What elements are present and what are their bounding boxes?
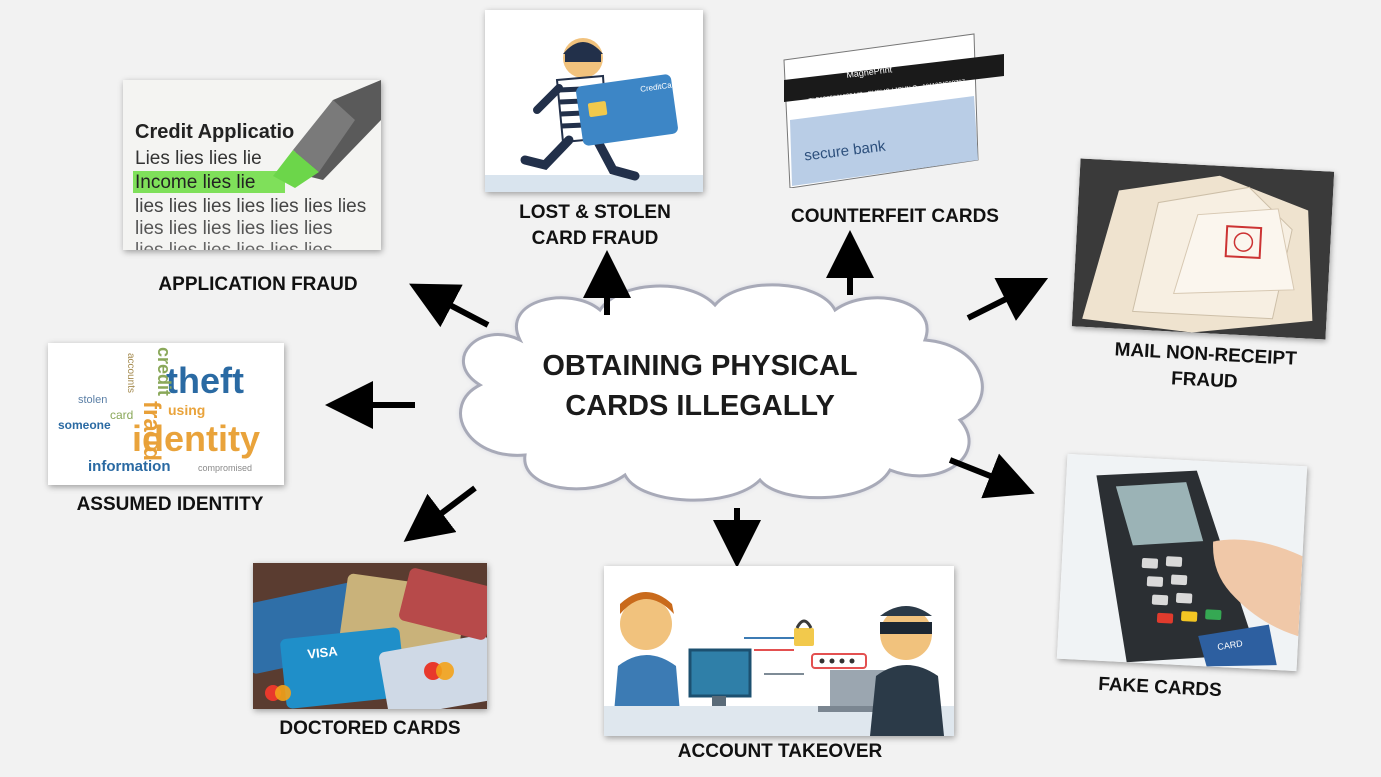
assumed-identity-label: ASSUMED IDENTITY xyxy=(76,494,264,515)
application-fraud-label: APPLICATION FRAUD xyxy=(158,274,358,295)
central-title-line1: OBTAINING PHYSICAL xyxy=(542,350,858,382)
doctored-cards-image: VISA xyxy=(253,563,487,709)
word-identity: identity xyxy=(132,418,260,459)
account-takeover-image xyxy=(604,566,954,736)
transfer-arrows-icon xyxy=(744,637,804,675)
lost-stolen-image: CreditCard xyxy=(485,10,703,192)
word-card: card xyxy=(110,408,133,422)
application-line4: lies lies lies lies lies lies xyxy=(135,218,332,239)
central-title: OBTAINING PHYSICAL CARDS ILLEGALLY xyxy=(500,346,900,426)
arrow-application xyxy=(409,283,490,328)
application-heading: Credit Applicatio xyxy=(135,121,294,143)
highlighter-marker-icon xyxy=(273,80,381,188)
word-information: information xyxy=(88,458,171,475)
application-fraud-image: Credit Applicatio Lies lies lies lie Inc… xyxy=(123,80,381,250)
lost-stolen-label: LOST & STOLEN CARD FRAUD xyxy=(480,200,710,252)
word-accounts: accounts xyxy=(125,353,136,393)
lost-stolen-label-line1: LOST & STOLEN xyxy=(519,202,671,223)
application-line3: lies lies lies lies lies lies lies xyxy=(135,196,366,217)
hand-icon xyxy=(1213,539,1303,637)
password-dots-icon xyxy=(811,653,867,669)
central-title-line2: CARDS ILLEGALLY xyxy=(565,390,835,422)
inserted-card-icon: CARD xyxy=(1198,624,1277,667)
credit-card-icon: CreditCard xyxy=(576,74,679,146)
word-using: using xyxy=(168,402,205,418)
central-cloud xyxy=(459,283,984,502)
word-fraud: fraud xyxy=(138,401,165,461)
lost-stolen-label-line2: CARD FRAUD xyxy=(531,228,659,249)
hacker-person-icon xyxy=(870,606,944,736)
card-terminal-icon xyxy=(1096,470,1258,663)
padlock-icon xyxy=(794,619,814,646)
account-takeover-label: ACCOUNT TAKEOVER xyxy=(677,741,883,762)
fake-cards-image: CARD xyxy=(1056,453,1308,672)
application-line2: Income lies lie xyxy=(135,172,255,193)
word-compromised: compromised xyxy=(198,463,252,473)
counterfeit-cards-image: MagnePrint TLB1205661925448 • PUBLIC / J… xyxy=(778,30,1004,188)
arrow-mail xyxy=(966,277,1049,321)
application-line1: Lies lies lies lie xyxy=(135,148,262,169)
word-credit: credit xyxy=(154,347,174,396)
word-theft: theft xyxy=(166,360,244,401)
arrow-fake xyxy=(948,453,1035,499)
doctored-cards-label: DOCTORED CARDS xyxy=(279,718,461,739)
word-someone: someone xyxy=(58,418,111,432)
doctored-visa-text: VISA xyxy=(307,643,339,661)
victim-computer-icon xyxy=(688,648,752,706)
card-stack-icon xyxy=(253,568,487,709)
mail-nonreceipt-image xyxy=(1071,158,1335,340)
assumed-identity-image: theft identity fraud credit information … xyxy=(48,343,284,485)
counterfeit-cards-label: COUNTERFEIT CARDS xyxy=(791,206,999,227)
word-stolen: stolen xyxy=(78,394,107,406)
application-line5: lies lies lies lies lies lies xyxy=(135,240,332,250)
postage-stamp-icon xyxy=(1224,225,1263,260)
arrow-doctored xyxy=(403,485,477,542)
fake-card-text: CARD xyxy=(1217,638,1244,652)
